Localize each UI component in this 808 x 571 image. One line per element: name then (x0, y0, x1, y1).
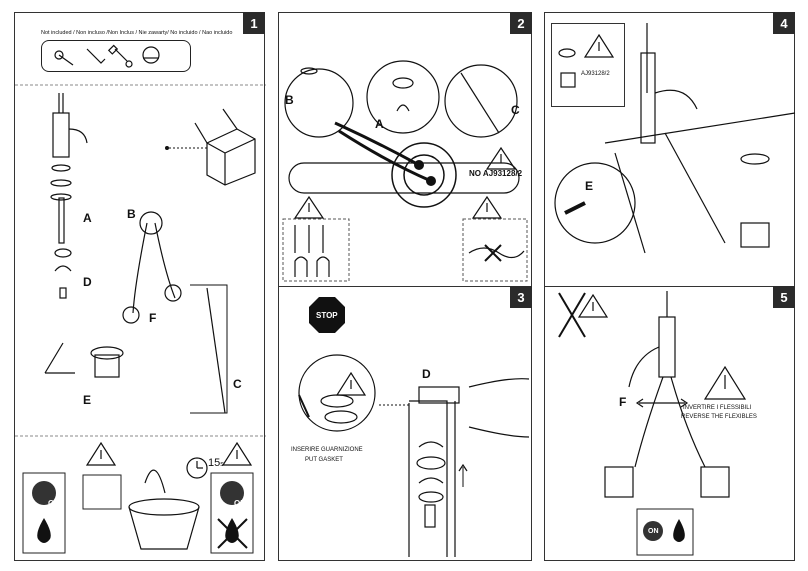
label-f: F (619, 395, 627, 409)
rod-a (58, 197, 65, 244)
drain-e (44, 342, 124, 378)
panel-number: 2 (510, 12, 532, 34)
box-illustration (194, 108, 256, 186)
label-c: C (233, 377, 242, 391)
on-badge: ON (48, 499, 60, 508)
panel-1: 1 Not included / Non incluso /Non Inclus… (14, 12, 266, 561)
tools-box (41, 40, 191, 72)
code-note: NO AJ93128/2 (469, 169, 523, 178)
flexible-hoses (122, 211, 182, 324)
hex-key-icon (86, 48, 106, 64)
off-badge: OFF (234, 499, 250, 508)
aj-code: AJ93128/2 (581, 71, 610, 77)
stop-sign-text: STOP (316, 311, 338, 320)
panel-5: 5 F INVERTIRE I FLESSIBILI REVERSE THE F… (544, 286, 795, 561)
panel-5-illustrations (558, 291, 747, 556)
label-e: E (83, 393, 92, 407)
gasket-en: PUT GASKET (305, 457, 343, 463)
panel-number: 5 (773, 286, 795, 308)
label-f: F (149, 311, 157, 325)
label-b: B (285, 93, 294, 107)
rod-c (206, 287, 226, 414)
panel-3-illustrations (298, 297, 530, 557)
panel-2: 2 B A C NO AJ93128/2 (278, 12, 532, 287)
clock-icon (186, 457, 208, 479)
parts-d (54, 248, 72, 299)
sealant-icon (142, 46, 160, 64)
not-included-text: Not included / Non incluso /Non Inclus /… (41, 30, 233, 36)
panel-4-illustrations (554, 23, 796, 254)
label-a: A (83, 211, 92, 225)
panel-4: 4 AJ93128/2 E (544, 12, 796, 287)
label-a: A (375, 117, 384, 131)
gasket-rings (50, 164, 72, 201)
faucet-illustration (52, 93, 88, 158)
clock-time: 15s (208, 457, 224, 469)
panel-3: 3 STOP D INSERIRE GUARNIZIONE PUT GASKET (278, 286, 532, 561)
screwdriver-icon (107, 44, 133, 68)
label-d: D (83, 275, 92, 289)
panel-1-illustrations (15, 44, 266, 554)
warning-triangle-left (85, 441, 117, 466)
reverse-it: INVERTIRE I FLESSIBILI (683, 405, 752, 411)
gasket-it: INSERIRE GUARNIZIONE (291, 447, 363, 453)
wrench-icon (54, 50, 74, 66)
on-badge: ON (648, 528, 659, 535)
bucket (128, 469, 200, 550)
label-d: D (422, 367, 431, 381)
label-b: B (127, 207, 136, 221)
panel-number: 3 (510, 286, 532, 308)
reverse-en: REVERSE THE FLEXIBLES (681, 414, 757, 420)
label-e: E (585, 179, 594, 193)
panel-2-illustrations (282, 60, 528, 282)
panel-number: 1 (243, 12, 265, 34)
panel-number: 4 (773, 12, 795, 34)
label-c: C (511, 103, 520, 117)
warning-triangle-right (221, 441, 253, 466)
